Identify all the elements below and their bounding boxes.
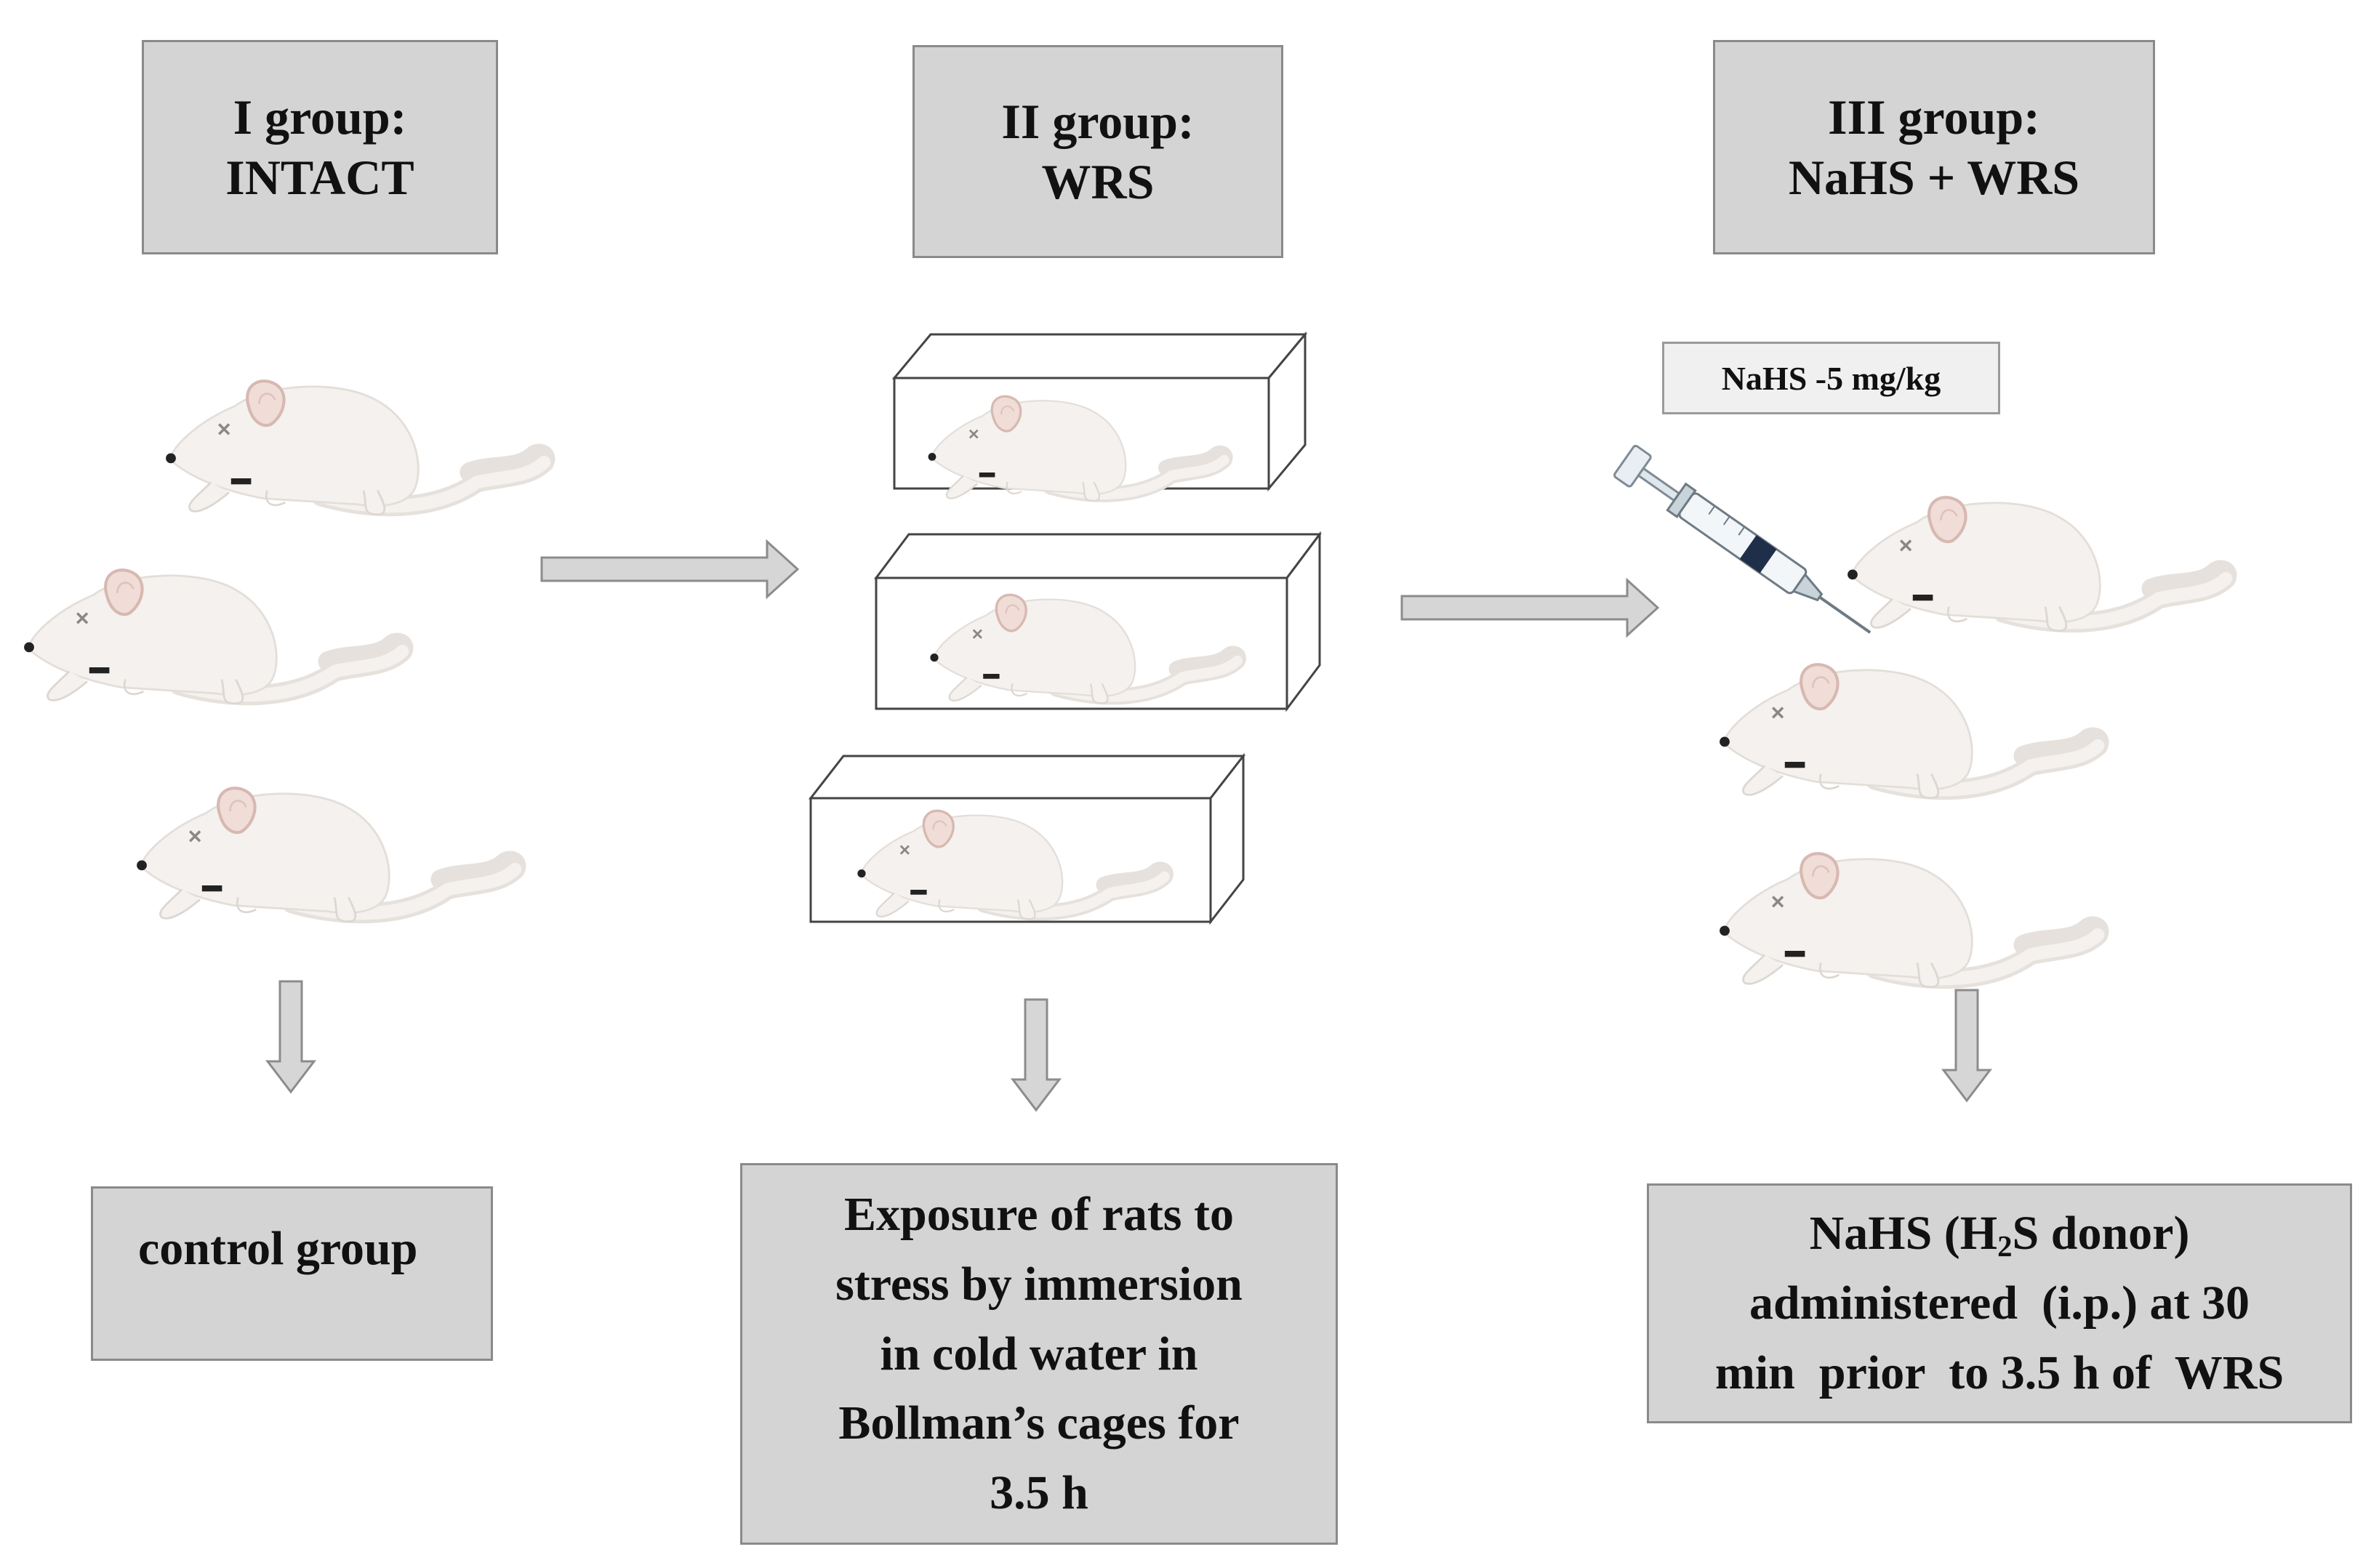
- group-2-outcome-line: 3.5 h: [990, 1466, 1088, 1520]
- group-3-header: III group: NaHS + WRS: [1713, 40, 2155, 254]
- group-1-outcome-text: control group: [138, 1222, 418, 1275]
- group-1-heading: I group:: [233, 89, 407, 145]
- rat-icon: [166, 381, 545, 515]
- group-3-outcome-line3: min prior to 3.5 h of WRS: [1714, 1346, 2284, 1399]
- rat-icon: [1720, 664, 2099, 798]
- rat-icon: [1720, 853, 2099, 987]
- restraint-cage-icon: [891, 331, 1308, 501]
- group-2-heading: II group:: [1001, 93, 1195, 149]
- group-1-header: I group: INTACT: [142, 40, 498, 254]
- arrow-right-icon: [1400, 579, 1659, 637]
- group-2-outcome-line: Bollman’s cages for: [838, 1396, 1240, 1450]
- dose-label: NaHS -5 mg/kg: [1662, 342, 2000, 414]
- group-2-outcome: Exposure of rats to stress by immersion …: [740, 1163, 1338, 1545]
- group-3-outcome-line1: NaHS (H2S donor): [1809, 1207, 2190, 1263]
- group-1-outcome: control group: [91, 1186, 493, 1361]
- restraint-cage-icon: [808, 752, 1246, 922]
- group-1-name: INTACT: [225, 149, 414, 205]
- group-3-outcome: NaHS (H2S donor) administered (i.p.) at …: [1647, 1183, 2352, 1423]
- restraint-cage-icon: [874, 531, 1322, 712]
- arrow-down-icon: [1011, 998, 1061, 1111]
- group-2-outcome-line: Exposure of rats to: [844, 1188, 1234, 1242]
- rat-icon: [1848, 497, 2227, 631]
- group-2-outcome-line: stress by immersion: [835, 1257, 1243, 1311]
- arrow-down-icon: [266, 980, 316, 1093]
- rat-icon: [137, 788, 516, 922]
- group-3-heading: III group:: [1828, 89, 2040, 145]
- group-3-outcome-line2: administered (i.p.) at 30: [1749, 1276, 2250, 1330]
- arrow-down-icon: [1942, 989, 1991, 1102]
- group-2-name: WRS: [1041, 153, 1155, 209]
- syringe-icon: [1613, 444, 1871, 634]
- group-2-header: II group: WRS: [912, 45, 1283, 258]
- group-2-outcome-line: in cold water in: [880, 1327, 1198, 1380]
- arrow-right-icon: [540, 540, 799, 598]
- group-3-name: NaHS + WRS: [1788, 149, 2080, 205]
- rat-icon: [24, 570, 404, 704]
